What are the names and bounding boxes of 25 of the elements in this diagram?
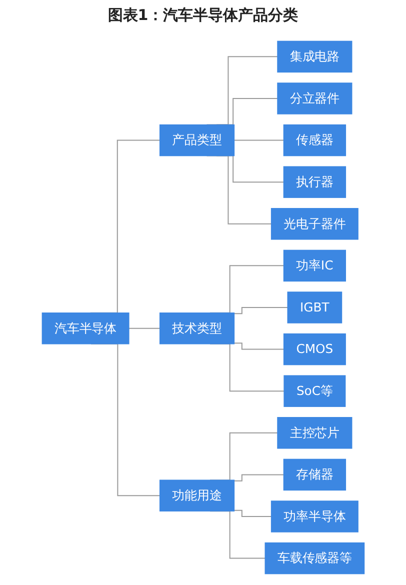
node-box: 功率半导体	[270, 500, 358, 532]
connector	[234, 509, 272, 517]
node-box: CMOS	[283, 332, 346, 365]
node-box: SoC等	[283, 374, 346, 406]
connector	[234, 139, 284, 140]
node-box: 产品类型	[159, 124, 234, 156]
connector	[234, 342, 284, 350]
node-box: 功率IC	[283, 249, 346, 282]
connector	[234, 306, 288, 314]
node-box: 传感器	[283, 124, 346, 156]
chart-title: 图表1：汽车半导体产品分类	[108, 6, 298, 25]
node-box: 车载传感器等	[264, 542, 364, 574]
node-box: 汽车半导体	[42, 312, 130, 344]
node-box: 执行器	[283, 166, 346, 198]
node-box: 技术类型	[159, 312, 234, 344]
node-box: 光电子器件	[270, 208, 358, 240]
connector	[206, 154, 272, 224]
node-box: 集成电路	[276, 40, 352, 72]
node-box: 存储器	[283, 458, 346, 490]
node-box: 功能用途	[159, 479, 234, 511]
node-box: 主控芯片	[276, 416, 352, 448]
node-box: 分立器件	[276, 82, 352, 114]
node-box: IGBT	[287, 291, 342, 323]
connector	[128, 327, 160, 328]
connector	[234, 474, 284, 481]
